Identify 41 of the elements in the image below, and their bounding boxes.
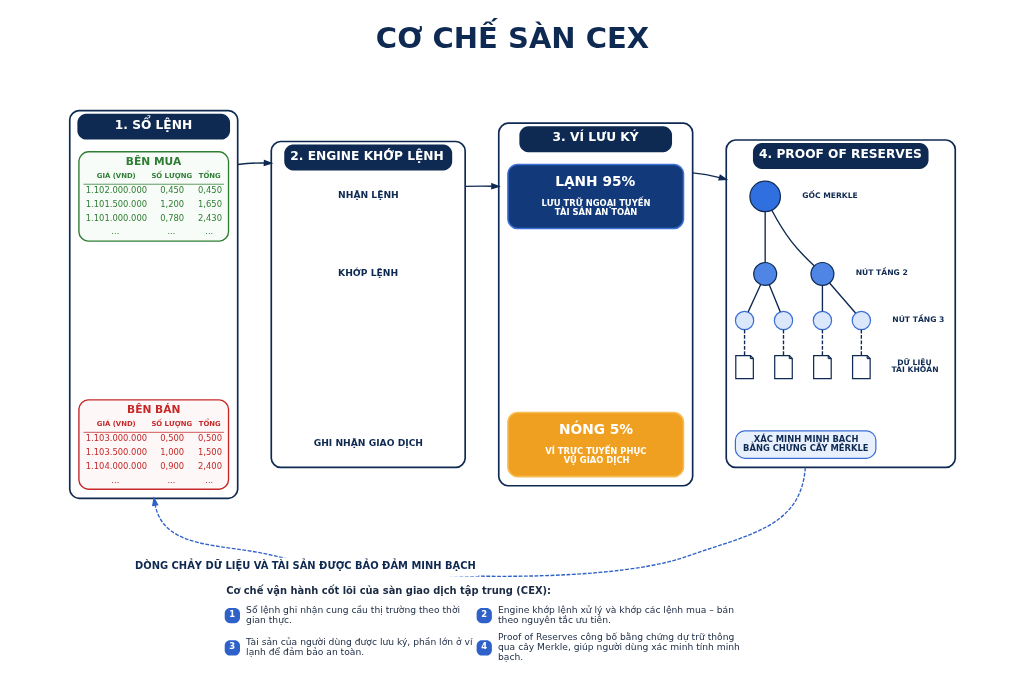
label: KHỚP LỆNH <box>337 266 398 278</box>
connector <box>747 284 761 313</box>
node-label: NÚT TẦNG 2 <box>855 268 908 278</box>
node-circle <box>773 310 793 331</box>
node-circle <box>812 310 832 331</box>
arrow <box>464 182 501 190</box>
node-box: XÁC MINH MINH BẠCH BẰNG CHỨNG CÂY MERKLE <box>734 430 876 459</box>
node-circle <box>752 261 777 286</box>
node-label: DỮ LIỆU TÀI KHOẢN <box>891 357 939 375</box>
connector <box>860 329 862 356</box>
label: 4 <box>480 641 487 652</box>
label: 2 <box>480 608 487 619</box>
edge-label: DÒNG CHẢY DỮ LIỆU VÀ TÀI SẢN ĐƯỢC BẢO ĐẢM MINH BẠCH <box>134 559 476 571</box>
node-circle <box>748 180 781 213</box>
connector <box>743 329 745 356</box>
arrow <box>236 159 273 167</box>
label: 1 <box>228 608 235 619</box>
label: Proof of Reserves công bố bằng chứng dự trữ thông qua cây Merkle, giúp người dùng xác minh tính minh bạch. <box>497 631 740 663</box>
node-circle <box>734 310 754 331</box>
connector <box>828 282 856 314</box>
node-label: GỐC MERKLE <box>801 190 858 200</box>
connector <box>770 209 815 267</box>
diagram-title: CƠ CHẾ SÀN CEX <box>375 20 649 55</box>
label: NHẬN LỆNH <box>337 189 399 201</box>
node-box: NÓNG 5% VÍ TRỰC TUYẾN PHỤC VỤ GIAO DỊCH <box>506 411 684 478</box>
connector <box>821 329 823 356</box>
label: Engine khớp lệnh xử lý và khớp các lệnh mua – bán theo nguyên tắc ưu tiên. <box>497 603 734 625</box>
node-label: NÚT TẦNG 3 <box>891 314 944 324</box>
connector <box>764 211 766 263</box>
label: GHI NHẬN GIAO DỊCH <box>313 437 423 449</box>
caption: Cơ chế vận hành cốt lõi của sàn giao dịch tập trung (CEX): <box>225 585 551 597</box>
node-circle <box>809 261 834 286</box>
label: Tài sản của người dùng được lưu ký, phần lớn ở ví lạnh để đảm bảo an toàn. <box>245 636 472 658</box>
label: 3 <box>228 641 235 652</box>
label: Sổ lệnh ghi nhận cung cầu thị trường theo thời gian thực. <box>245 603 460 625</box>
connector <box>782 329 784 356</box>
node-circle <box>851 310 871 331</box>
connector <box>821 284 823 313</box>
node-box: LẠNH 95% LƯU TRỮ NGOẠI TUYẾN TÀI SẢN AN TOÀN <box>506 163 684 230</box>
arrow <box>691 172 728 181</box>
connector <box>768 284 781 313</box>
